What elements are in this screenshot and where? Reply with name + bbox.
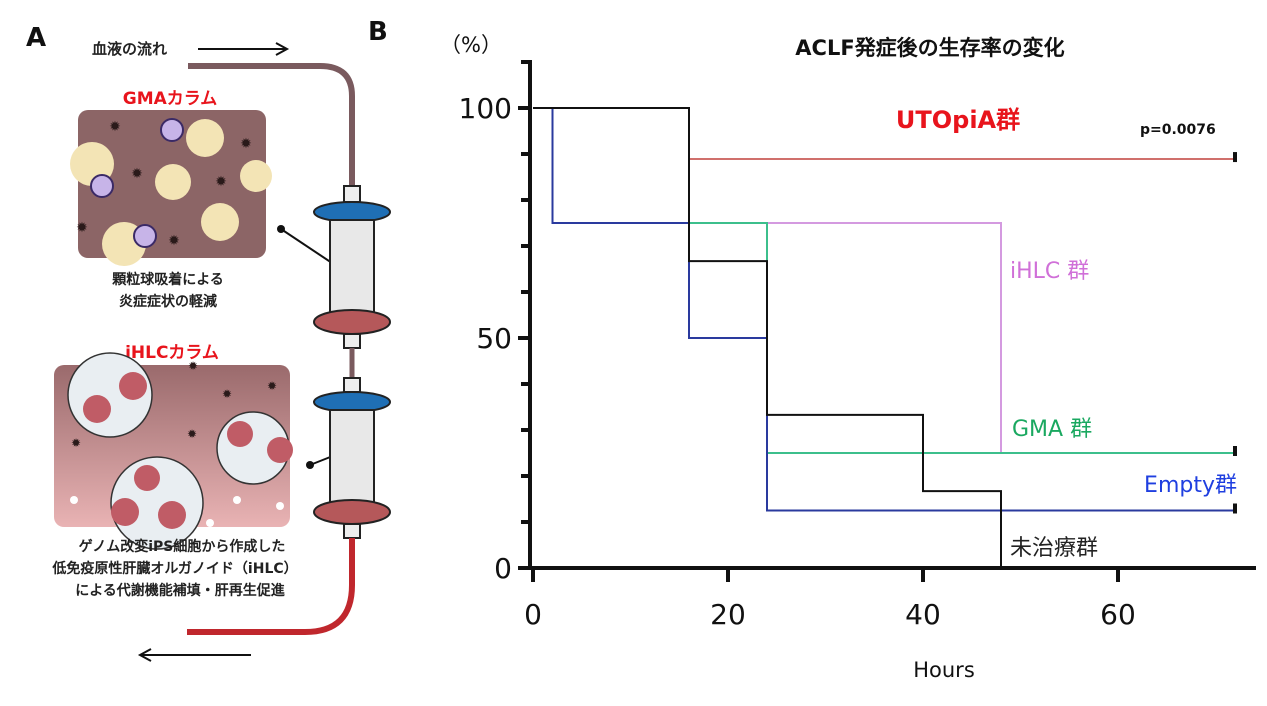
svg-text:✹: ✹ [215,174,227,190]
ihlc-caption-line-3: による代謝機能補填・肝再生促進 [75,582,285,599]
svg-text:✹: ✹ [131,166,143,182]
outflow-tube [187,538,355,635]
svg-text:✹: ✹ [240,136,252,152]
svg-text:✹: ✹ [168,233,180,249]
svg-text:✹: ✹ [188,359,198,373]
series-label: 未治療群 [1010,536,1098,561]
x-tick-label: 20 [710,598,746,631]
gma-caption-line-1: 顆粒球吸着による [112,271,224,288]
svg-text:✹: ✹ [71,436,81,450]
axes: 0 50 100 0 20 40 60 [459,60,1256,631]
p-value: p=0.0076 [1140,122,1216,138]
series-group [533,107,1237,568]
series-label: Empty群 [1144,473,1237,498]
survival-curve [533,107,1235,512]
ihlc-column-cartridge [313,377,391,539]
svg-text:✹: ✹ [109,119,121,135]
svg-text:✹: ✹ [267,379,277,393]
x-tick-label: 40 [905,598,941,631]
gma-caption-line-2: 炎症症状の軽減 [119,293,217,310]
gma-column-cartridge [313,185,391,349]
x-tick-label: 0 [524,598,542,631]
ihlc-caption-line-2: 低免疫原性肝臓オルガノイド（iHLC） [51,560,297,577]
series-label: iHLC 群 [1010,259,1089,284]
x-tick-label: 60 [1100,598,1136,631]
panel-b-label: B [368,17,388,47]
flow-arrow-left-icon [137,648,251,662]
svg-text:✹: ✹ [222,387,232,401]
y-axis-label: （%） [440,33,502,57]
survival-curve [533,107,1002,568]
survival-curve [533,107,1235,161]
gma-column-title: GMAカラム [123,89,218,109]
inflow-tube [188,63,355,188]
panel-b: B （%） ACLF発症後の生存率の変化 p=0.0076 Hours 0 50 1… [368,17,1256,682]
svg-text:✹: ✹ [187,427,197,441]
panel-a: A 血液の流れ GMAカラム ✹ ✹ ✹ ✹ ✹ ✹ 顆粒球吸着による [26,23,391,662]
series-label: GMA 群 [1012,417,1092,442]
flow-label: 血液の流れ [92,40,167,58]
y-tick-label: 0 [494,552,512,585]
ihlc-column-title: iHLCカラム [125,343,219,363]
gma-column-illustration: ✹ ✹ ✹ ✹ ✹ ✹ [70,110,272,266]
svg-text:✹: ✹ [76,220,88,236]
series-label: UTOpiA群 [896,106,1020,134]
x-axis-label: Hours [913,658,975,682]
ihlc-caption-line-1: ゲノム改変iPS細胞から作成した [79,538,286,555]
ihlc-column-illustration: ✹ ✹ ✹ ✹ ✹ [54,352,293,550]
y-tick-label: 100 [459,92,512,125]
chart-title: ACLF発症後の生存率の変化 [795,36,1064,60]
y-tick-label: 50 [476,322,512,355]
panel-a-label: A [26,23,46,53]
flow-arrow-right-icon [198,42,290,56]
